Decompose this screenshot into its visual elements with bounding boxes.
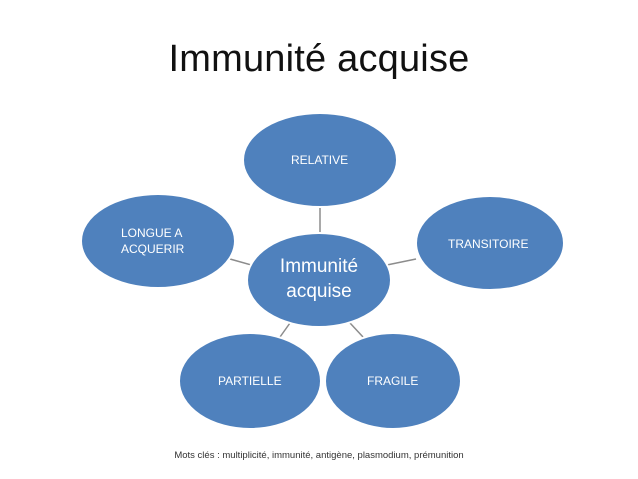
node-longue-a-acquerir: [80, 193, 236, 289]
node-label-relative: RELATIVE: [291, 153, 349, 167]
slide-title: Immunité acquise: [168, 38, 470, 80]
connector-partielle: [279, 322, 291, 338]
connector-fragile: [349, 322, 364, 338]
node-label-longue-a-acquerir: LONGUE A ACQUERIR: [121, 226, 185, 256]
node-transitoire: [415, 195, 565, 291]
center-node-label: Immunité acquise: [279, 256, 359, 302]
keywords-footer: Mots clés : multiplicité, immunité, anti…: [174, 450, 464, 461]
node-label-partielle: PARTIELLE: [218, 374, 282, 388]
node-relative: [242, 112, 398, 208]
node-label-fragile: FRAGILE: [367, 374, 419, 388]
node-partielle: [178, 332, 322, 430]
node-center: [246, 232, 392, 328]
node-label-transitoire: TRANSITOIRE: [448, 237, 529, 251]
node-fragile: [324, 332, 462, 430]
